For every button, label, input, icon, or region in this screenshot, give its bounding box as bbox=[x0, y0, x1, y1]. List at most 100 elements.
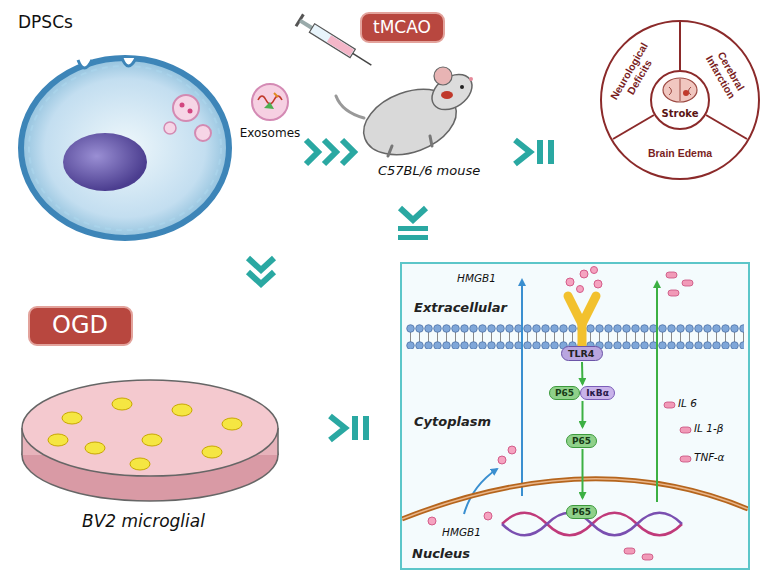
brain-icon bbox=[663, 78, 697, 102]
mouse bbox=[388, 136, 432, 156]
pathway-art bbox=[498, 456, 506, 464]
pathway-art bbox=[680, 427, 691, 433]
culture-dish bbox=[22, 380, 278, 476]
mouse bbox=[460, 85, 464, 89]
protein-label: P65 bbox=[566, 434, 597, 448]
pathway-art bbox=[624, 548, 635, 554]
brain-icon bbox=[683, 90, 689, 96]
cell-title: DPSCs bbox=[18, 12, 73, 32]
receptor-box: TLR4 bbox=[561, 346, 603, 361]
pathway-art bbox=[406, 322, 744, 349]
region-label: Extracellular bbox=[414, 300, 507, 315]
pathway-art bbox=[508, 446, 516, 454]
culture-dish bbox=[112, 398, 132, 410]
pathway-art bbox=[682, 280, 693, 286]
outcome-ring bbox=[706, 115, 747, 139]
pathway-art bbox=[642, 554, 653, 560]
flow-chevron bbox=[400, 208, 426, 220]
cytokine-label: IL 6 bbox=[678, 397, 697, 409]
protein-label: IκBα bbox=[580, 386, 615, 400]
flow-chevron-bar bbox=[537, 140, 543, 164]
syringe bbox=[309, 24, 355, 58]
exosome-node: Exosomes bbox=[236, 82, 304, 144]
cell-line-label: BV2 microglial bbox=[82, 511, 205, 531]
pathway-art bbox=[656, 282, 658, 502]
flow-chevron-bar bbox=[352, 416, 358, 440]
model-box: tMCAO bbox=[360, 12, 445, 43]
outcome-circle: Neurological Deficits Cerebral Infarction… bbox=[600, 20, 760, 180]
pathway-art bbox=[591, 267, 598, 274]
model-label: OGD bbox=[52, 310, 108, 341]
culture-dish bbox=[48, 398, 242, 470]
pathway-art bbox=[402, 267, 748, 561]
culture-dish bbox=[142, 434, 162, 446]
stem-cell bbox=[63, 133, 147, 191]
exosome bbox=[274, 93, 278, 97]
stem-cell bbox=[188, 109, 193, 114]
mouse bbox=[336, 67, 479, 167]
syringe bbox=[299, 19, 313, 30]
flow-chevron-bar bbox=[398, 226, 428, 231]
culture-dish bbox=[62, 412, 82, 424]
stroke-circle: Stroke bbox=[650, 70, 710, 130]
culture-dish bbox=[48, 434, 68, 446]
culture-dish bbox=[202, 446, 222, 458]
exosome bbox=[252, 84, 288, 120]
flow-chevron bbox=[248, 272, 274, 284]
culture-dish bbox=[22, 380, 278, 501]
cell-node: DPSCs bbox=[10, 8, 238, 244]
outcome-ring bbox=[613, 115, 654, 139]
outcome-label: Cerebral Infarction bbox=[697, 35, 755, 111]
pathway-panel: ExtracellularCytoplasmNucleusTLR4P65IκBα… bbox=[400, 262, 750, 570]
flow-chevron bbox=[306, 140, 318, 164]
brain-icon bbox=[663, 78, 697, 102]
mouse bbox=[336, 96, 364, 118]
protein-label: P65 bbox=[566, 505, 597, 519]
exosome-label: Exosomes bbox=[236, 126, 304, 140]
pathway-art bbox=[428, 517, 436, 525]
stem-cell bbox=[78, 60, 92, 68]
stem-cell bbox=[29, 66, 221, 230]
pathway-art bbox=[402, 479, 748, 519]
outcome-ring bbox=[679, 22, 681, 70]
strain-label: C57BL/6 mouse bbox=[378, 163, 480, 178]
flow-chevron bbox=[330, 416, 345, 440]
pathway-art bbox=[402, 479, 748, 519]
pathway-art bbox=[624, 272, 693, 560]
flow-chevron bbox=[324, 140, 336, 164]
pathway-art bbox=[521, 280, 523, 496]
brain-icon bbox=[669, 79, 691, 101]
pathway-art bbox=[484, 512, 492, 520]
model-label: tMCAO bbox=[373, 16, 431, 38]
model-box: OGD bbox=[28, 306, 133, 346]
mouse bbox=[425, 67, 478, 117]
protein-box: P65 bbox=[566, 500, 599, 519]
stem-cell bbox=[21, 58, 229, 238]
region-label: Nucleus bbox=[412, 546, 470, 561]
flow-chevron-bar bbox=[363, 416, 369, 440]
pathway-art bbox=[664, 402, 675, 408]
exosome bbox=[264, 102, 274, 109]
panel-ground bbox=[400, 262, 750, 570]
molecule-label: HMGB1 bbox=[442, 526, 481, 538]
mouse bbox=[434, 67, 452, 85]
flow-chevron-bar bbox=[548, 140, 554, 164]
pathway-art bbox=[566, 278, 574, 286]
pathway-art bbox=[594, 280, 602, 288]
culture-dish bbox=[172, 404, 192, 416]
cytokine-label: IL 1-β bbox=[694, 422, 723, 434]
outcome-label: Neurological Deficits bbox=[605, 35, 663, 111]
pathway-art bbox=[680, 456, 691, 462]
syringe bbox=[327, 35, 354, 56]
flow-chevron-bar bbox=[398, 235, 428, 240]
protein-complex: P65IκBα bbox=[549, 386, 616, 400]
flow-chevron bbox=[248, 258, 274, 270]
pathway-art bbox=[580, 270, 588, 278]
pathway-art bbox=[568, 296, 596, 348]
pathway-art bbox=[577, 286, 584, 293]
flow-chevron bbox=[342, 140, 354, 164]
culture-dish bbox=[130, 458, 150, 470]
stem-cell bbox=[164, 122, 176, 134]
